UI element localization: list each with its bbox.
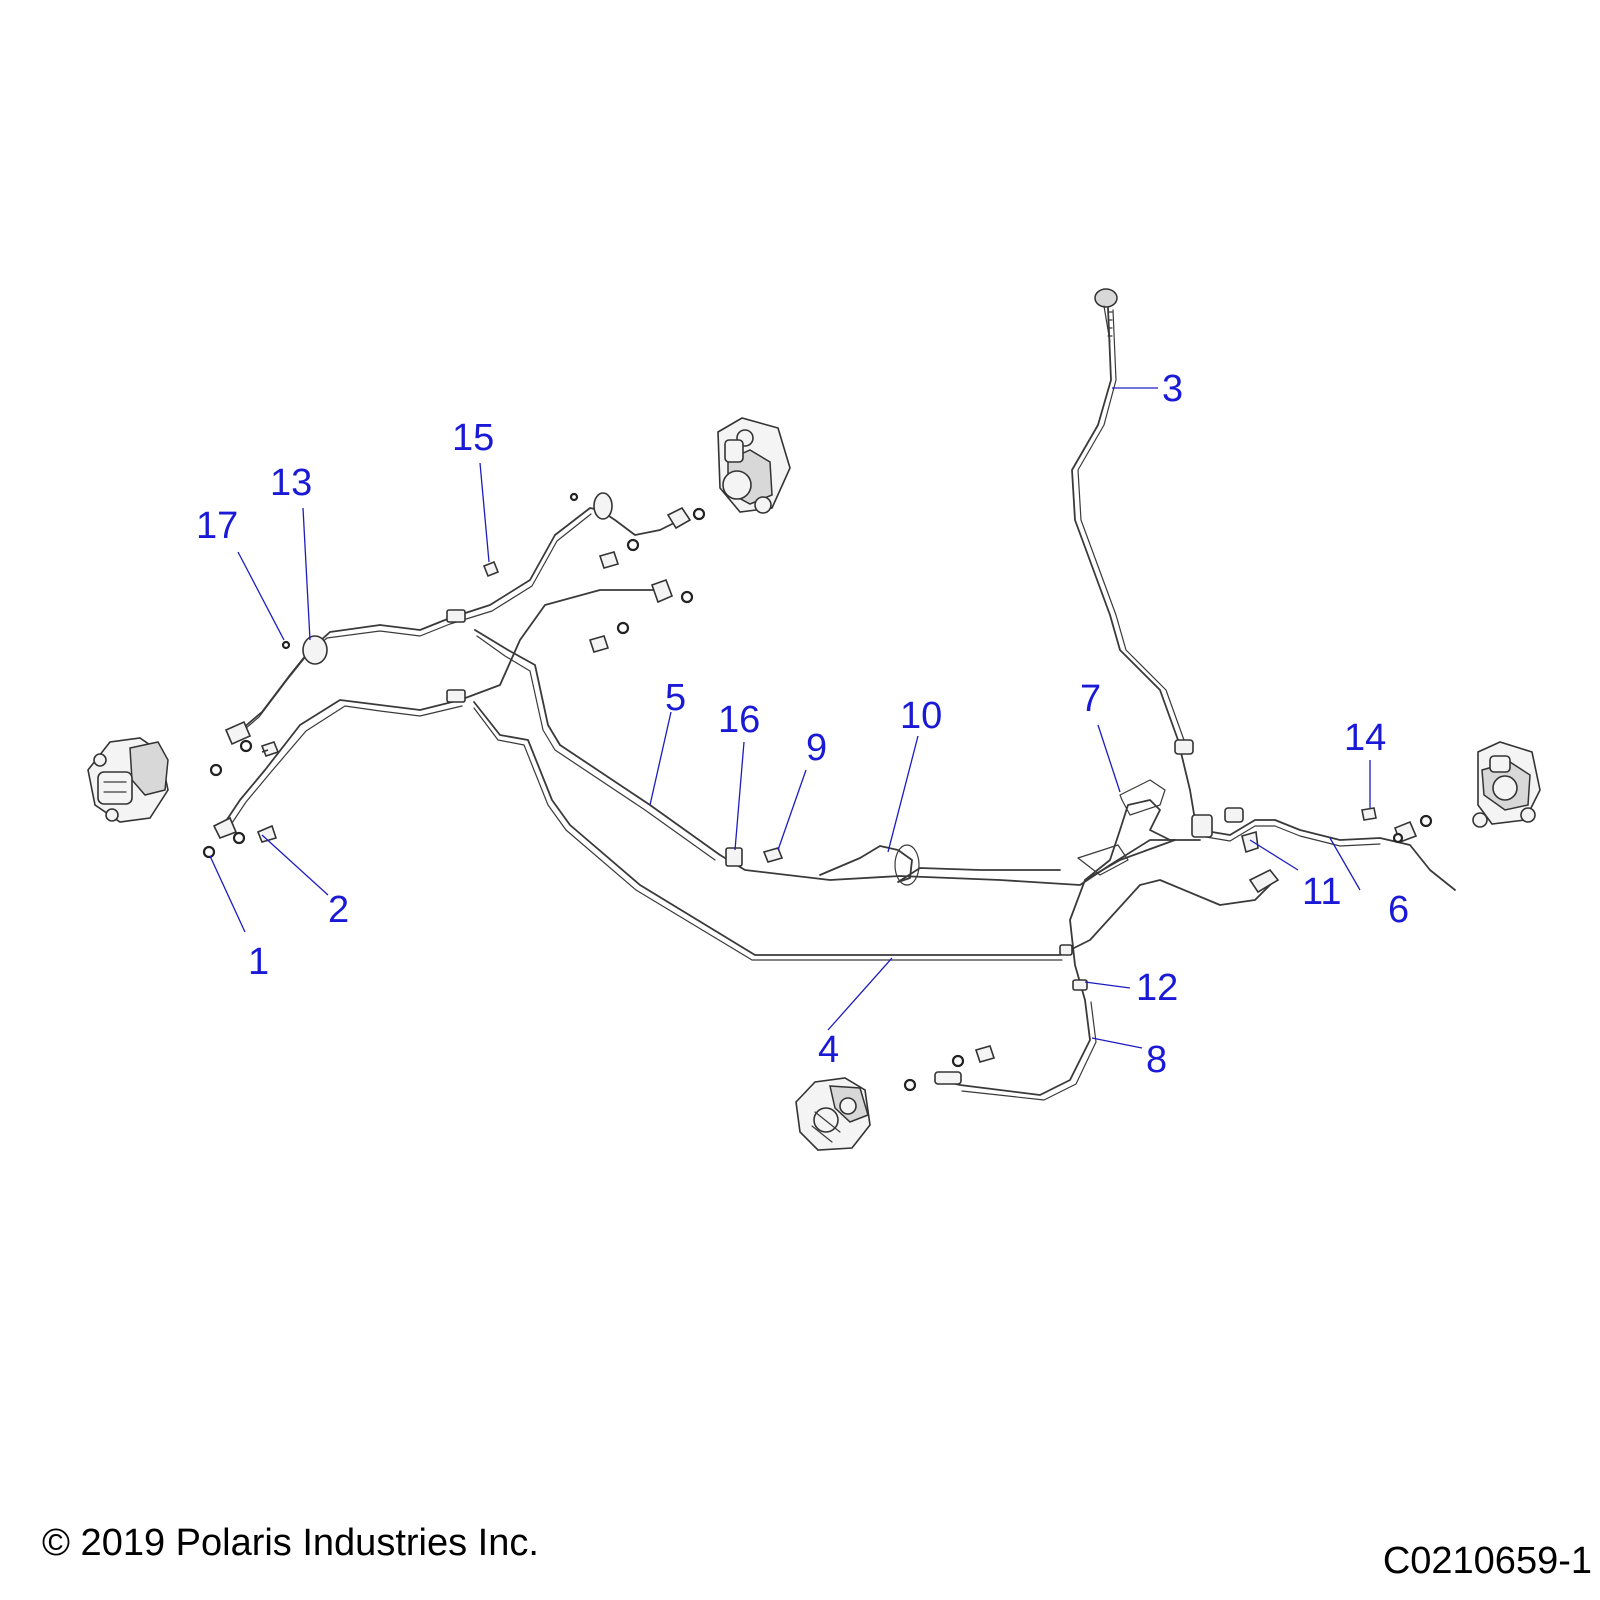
callout-labels: 1 2 3 4 5 6 7 8 9 10 11 12 13 14 15 16 1… (196, 368, 1409, 1081)
washer (239, 739, 253, 753)
banjo-upper-2 (650, 578, 674, 604)
washer (1419, 814, 1433, 828)
brake-line-front-upper (234, 507, 601, 736)
callout-7: 7 (1080, 678, 1101, 720)
callout-9: 9 (806, 727, 827, 769)
brake-line-3-inner (1077, 309, 1185, 741)
callout-4: 4 (818, 1029, 839, 1071)
screw-15 (482, 560, 500, 578)
brake-line-front-lower (219, 589, 656, 831)
fitting-3-ball (1094, 288, 1118, 308)
copyright-notice: © 2019 Polaris Industries Inc. (42, 1522, 539, 1564)
washer (903, 1078, 917, 1092)
brake-line-6 (1199, 819, 1456, 891)
brake-line-7-bracket (1077, 779, 1166, 876)
callout-1: 1 (248, 941, 269, 983)
washer (1392, 832, 1404, 844)
brake-line-7-loop (1084, 799, 1201, 881)
callout-17: 17 (196, 505, 238, 547)
washer (951, 1054, 965, 1068)
hose-to-upper-caliper (599, 509, 681, 536)
clip-16 (725, 847, 743, 867)
clip-12b (1059, 944, 1073, 956)
tee-junction (1191, 814, 1213, 838)
caliper-rear-left (795, 1077, 871, 1151)
washer (692, 507, 706, 521)
callout-13: 13 (270, 462, 312, 504)
washer (202, 845, 216, 859)
washer (209, 763, 223, 777)
clip-lower-main (446, 689, 466, 703)
clips (212, 288, 1418, 1085)
brake-lines (219, 307, 1456, 1101)
callout-6: 6 (1388, 889, 1409, 931)
brake-line-4-inner (473, 707, 1063, 961)
washer (626, 538, 640, 552)
brake-line-5-inner (476, 635, 716, 861)
clip-upper-main (446, 609, 466, 623)
caliper-front-right (717, 417, 791, 514)
banjo-bolt (588, 635, 610, 653)
line-10-clip (894, 844, 920, 886)
washer (232, 831, 246, 845)
callout-2: 2 (328, 889, 349, 931)
banjo-bolt (256, 824, 278, 843)
callout-12: 12 (1136, 967, 1178, 1009)
callout-3: 3 (1162, 368, 1183, 410)
brake-line-10-loop (819, 845, 1061, 883)
clip-12 (1072, 979, 1088, 991)
banjo-bolt (598, 551, 620, 569)
leader-lines (209, 387, 1371, 1049)
drawing-number: C0210659-1 (1382, 1540, 1592, 1582)
clip-13 (302, 635, 328, 665)
fitting-lower-right (1248, 868, 1280, 894)
brake-line-3 (1071, 307, 1196, 821)
brake-line-6-inner (1199, 825, 1381, 847)
callout-15: 15 (452, 417, 494, 459)
callout-11: 11 (1302, 871, 1341, 913)
washer (616, 621, 630, 635)
callout-10: 10 (900, 695, 942, 737)
screw-14 (1361, 807, 1377, 821)
banjo-front-lower (212, 816, 238, 840)
pin-17 (281, 640, 291, 650)
caliper-rear-right (1472, 741, 1541, 828)
callout-16: 16 (718, 699, 760, 741)
banjo-bolt (974, 1045, 996, 1063)
banjo-front-upper (224, 720, 252, 746)
caliper-front-left (87, 737, 169, 823)
fitting-3-top (1174, 739, 1194, 755)
fitting-3-threads (1103, 305, 1113, 343)
callout-8: 8 (1146, 1039, 1167, 1081)
fitting-rear-right (1224, 807, 1244, 823)
callout-14: 14 (1344, 717, 1386, 759)
screw-9 (762, 847, 784, 863)
brake-line-front-lower-inner (225, 705, 463, 833)
brake-line-front-upper-inner (231, 513, 592, 741)
washer (680, 590, 694, 604)
banjo-bolt (260, 741, 280, 757)
banjo-upper-caliper (666, 506, 692, 530)
screw-11 (1241, 830, 1259, 854)
brake-line-8 (939, 839, 1176, 1096)
fitting-upper-caliper (593, 492, 613, 520)
brake-line-8-inner (961, 1001, 1097, 1101)
callout-5: 5 (665, 677, 686, 719)
fitting-8-end (934, 1071, 962, 1085)
hardware (202, 492, 1433, 1092)
brake-line-4 (473, 701, 1271, 956)
pin-upper (569, 492, 579, 502)
